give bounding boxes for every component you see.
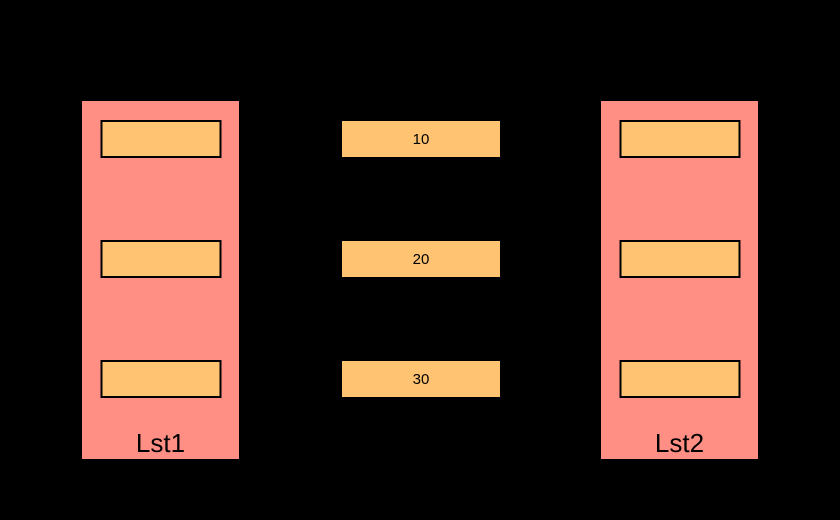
list-label-lst1: Lst1 [135,428,186,458]
list-cell [619,120,740,158]
value-label: 20 [412,250,430,268]
value-label: 10 [412,130,430,148]
list-cell [100,360,221,398]
list-cell [100,120,221,158]
list-cell [100,240,221,278]
value-box-30: 30 [342,361,500,397]
value-box-10: 10 [342,121,500,157]
value-label: 30 [412,370,430,388]
list-cell [619,360,740,398]
value-box-20: 20 [342,241,500,277]
list-label-lst2: Lst2 [654,428,705,458]
list-container-lst2: Lst2 [601,101,758,459]
list-cell [619,240,740,278]
list-container-lst1: Lst1 [82,101,239,459]
